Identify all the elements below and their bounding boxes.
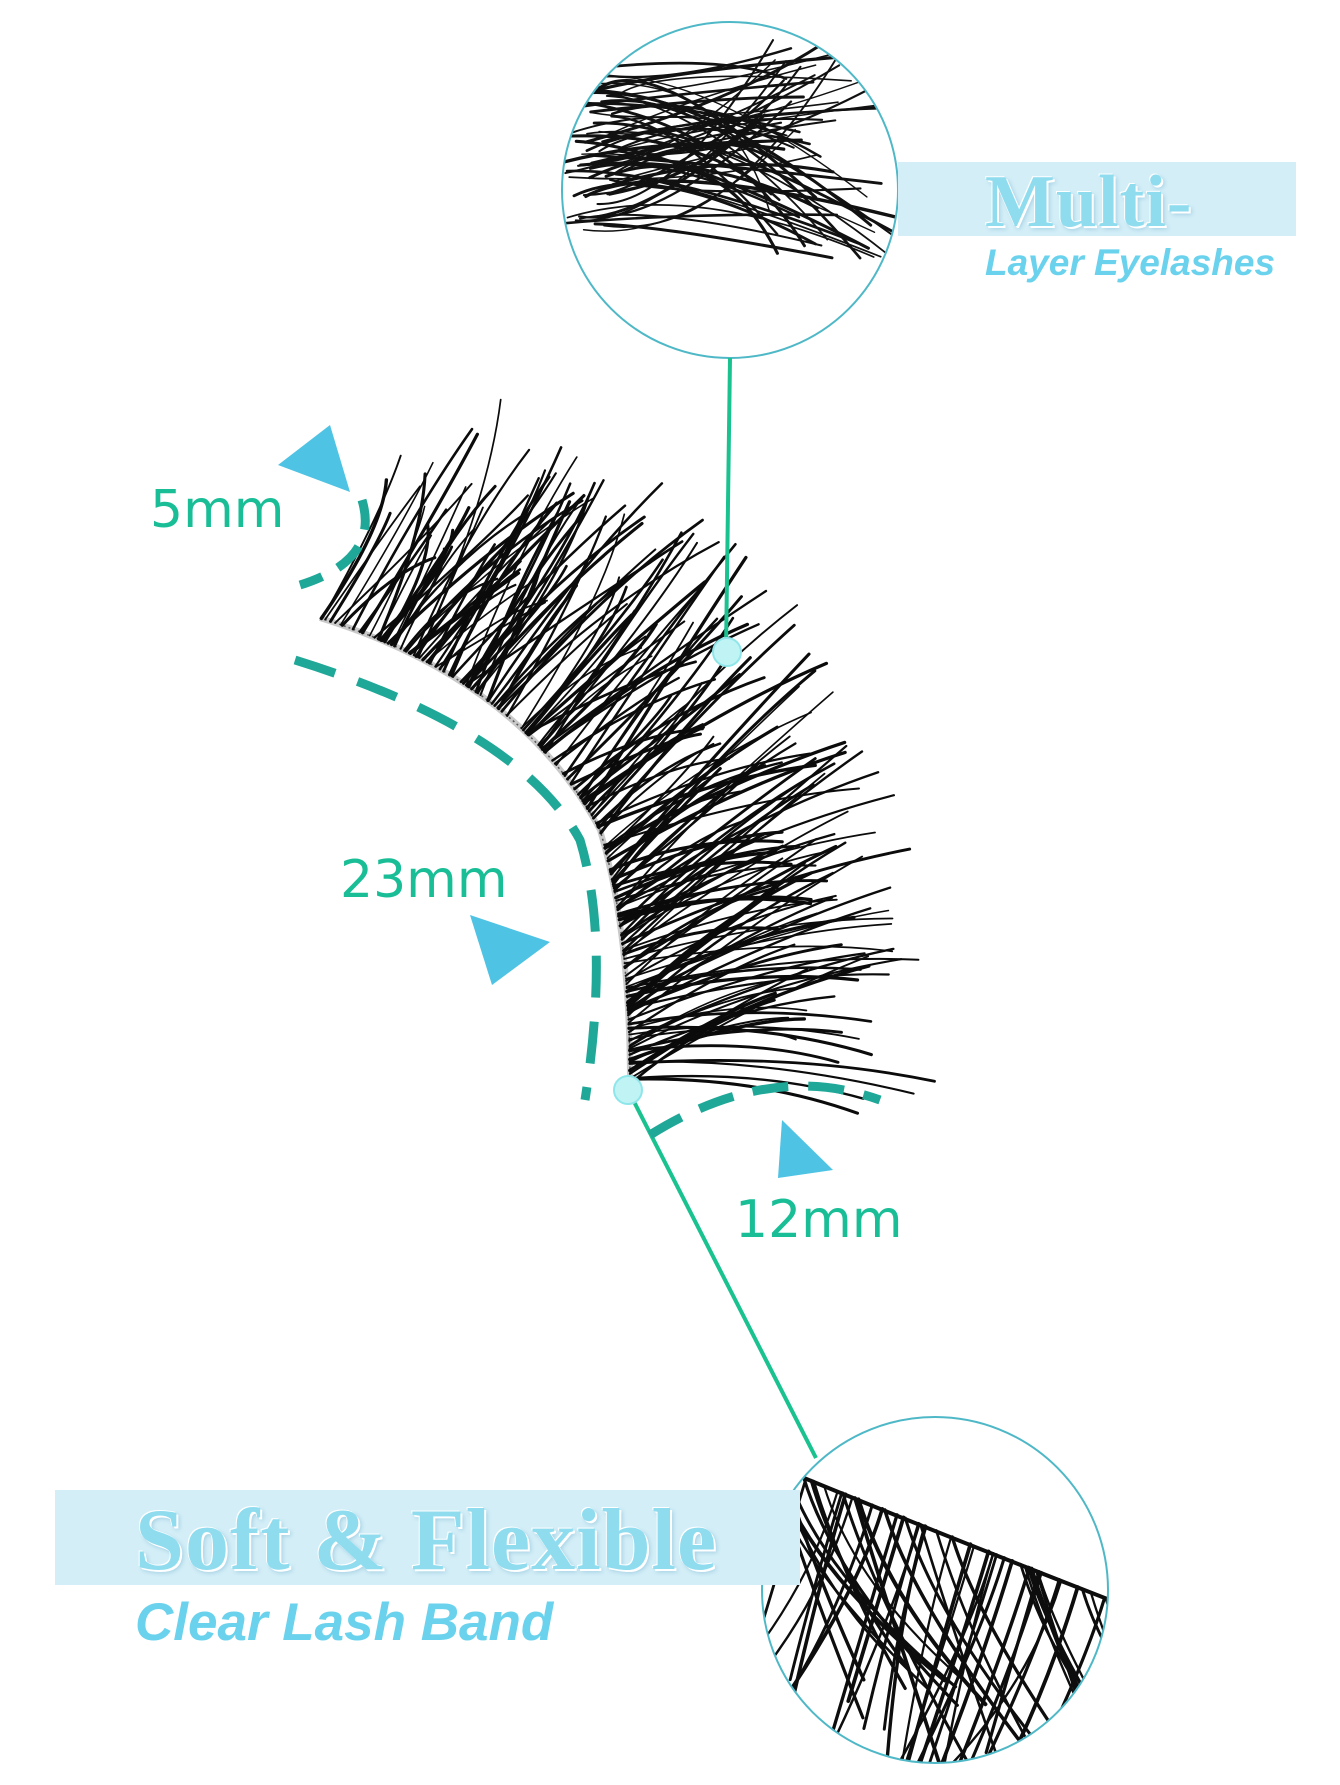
top-connector-line [724, 357, 732, 651]
outer-length-arc [298, 498, 370, 590]
lash-band-zoom-circle [761, 1416, 1109, 1764]
band-length-label: 23mm [340, 850, 508, 910]
bottom-connector-line [626, 1089, 818, 1459]
bottom-callout-title: Soft & Flexible [135, 1492, 718, 1589]
multi-layer-zoom-circle [561, 21, 899, 359]
top-callout-banner [898, 162, 1296, 236]
eyelash-strip [319, 398, 936, 1115]
top-connector-dot [712, 637, 742, 667]
band-length-arrow-icon [470, 915, 550, 985]
top-callout-title: Multi- [985, 161, 1193, 243]
inner-length-arrow-icon [778, 1120, 833, 1178]
outer-length-label: 5mm [150, 480, 285, 540]
top-callout-subtitle: Layer Eyelashes [985, 242, 1276, 283]
inner-length-label: 12mm [735, 1190, 903, 1250]
bottom-callout-banner [55, 1490, 800, 1585]
band-length-arc [293, 655, 601, 1101]
inner-length-arc [647, 1081, 882, 1139]
bottom-connector-dot [613, 1075, 643, 1105]
bottom-callout-subtitle: Clear Lash Band [135, 1593, 554, 1652]
outer-length-arrow-icon [278, 425, 350, 492]
